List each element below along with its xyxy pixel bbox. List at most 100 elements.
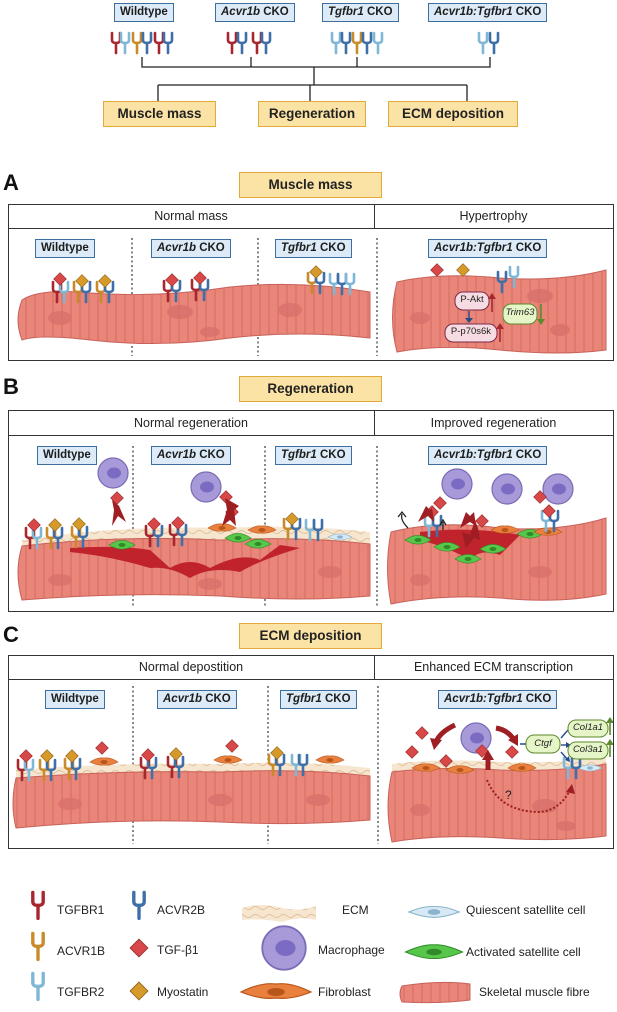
panel-a-genotype-acvr1b: Acvr1b CKO (151, 239, 231, 258)
panel-a-signalling (444, 291, 545, 343)
genotype-suffix: CKO (512, 242, 542, 254)
genotype-gene: Tgfbr1 (286, 693, 322, 705)
panel-c-right-header: Enhanced ECM transcription (413, 660, 574, 674)
panel-a-muscle-left (17, 283, 371, 345)
genotype-suffix: CKO (512, 449, 542, 461)
panel-b-arrows (112, 498, 482, 548)
legend-quiescent: Quiescent satellite cell (466, 903, 586, 917)
genotype-gene: Acvr1b (157, 449, 196, 461)
top-connector-lines (141, 57, 491, 101)
genotype-gene: Tgfbr1 (281, 242, 317, 254)
top-genotype-wildtype: Wildtype (114, 3, 174, 22)
panel-c-header-divider (374, 655, 376, 679)
panel-c-letter: C (3, 622, 19, 647)
genotype-suffix: CKO (321, 693, 351, 705)
panel-b-genotype-double: Acvr1b:Tgfbr1 CKO (428, 446, 548, 465)
panel-b-header-line (8, 435, 613, 437)
panel-b-nuclei (48, 566, 552, 590)
legend-glyphs (31, 890, 471, 1004)
genotype-gene: Acvr1b:Tgfbr1 (444, 693, 523, 705)
panel-a-header-line (8, 228, 613, 230)
panel-c-header-line (8, 679, 613, 681)
genotype-suffix: CKO (512, 6, 542, 18)
panel-b-header-divider (374, 410, 376, 435)
genotype-gene: Acvr1b (163, 693, 202, 705)
genotype-gene: Wildtype (51, 693, 99, 705)
panel-a-letter: A (3, 170, 19, 195)
label-p-akt: P-Akt (460, 294, 484, 305)
legend-ecm: ECM (342, 903, 369, 917)
legend-muscle: Skeletal muscle fibre (479, 985, 590, 999)
genotype-suffix: CKO (196, 449, 225, 461)
label-question: ? (505, 788, 512, 802)
panel-b-letter: B (3, 374, 19, 399)
panel-a-genotype-tgfbr1: Tgfbr1 CKO (275, 239, 352, 258)
genotype-gene: Acvr1b:Tgfbr1 (434, 449, 513, 461)
genotype-gene: Wildtype (43, 449, 91, 461)
genotype-suffix: CKO (316, 449, 346, 461)
legend-acvr1b: ACVR1B (57, 944, 106, 958)
label-col1a1: Col1a1 (572, 722, 604, 733)
panel-b-left-header: Normal regeneration (134, 416, 248, 430)
outcome-regeneration: Regeneration (258, 101, 366, 127)
top-genotype-acvr1b: Acvr1b CKO (215, 3, 295, 22)
genotype-gene: Wildtype (41, 242, 89, 254)
panel-a-left-header: Normal mass (154, 209, 228, 223)
legend-tgfb1: TGF-β1 (157, 943, 199, 957)
legend-fibroblast: Fibroblast (318, 985, 371, 999)
legend-myostatin: Myostatin (157, 985, 209, 999)
genotype-gene: Acvr1b (221, 6, 260, 18)
legend-macrophage: Macrophage (318, 943, 385, 957)
panel-b-genotype-acvr1b: Acvr1b CKO (151, 446, 231, 465)
panel-c-genotype-tgfbr1: Tgfbr1 CKO (280, 690, 357, 709)
panel-a-box (8, 204, 614, 361)
genotype-suffix: CKO (196, 242, 225, 254)
genotype-gene: Tgfbr1 (281, 449, 317, 461)
genotype-suffix: CKO (202, 693, 231, 705)
genotype-suffix: CKO (522, 693, 552, 705)
panel-c-arrows (430, 717, 614, 814)
panel-c-genotype-wildtype: Wildtype (45, 690, 105, 709)
genotype-gene: Acvr1b:Tgfbr1 (434, 242, 513, 254)
panel-c-title: ECM deposition (239, 623, 382, 649)
legend-acvr2b: ACVR2B (157, 903, 206, 917)
panel-a-nuclei (48, 289, 570, 337)
legend-tgfbr1: TGFBR1 (57, 903, 105, 917)
panel-a-right-header: Hypertrophy (459, 209, 528, 223)
panel-b-box (8, 410, 614, 612)
panel-c-box (8, 655, 614, 849)
panel-a-genotype-double: Acvr1b:Tgfbr1 CKO (428, 239, 548, 258)
genotype-gene: Tgfbr1 (328, 6, 364, 18)
label-col3a1: Col3a1 (572, 744, 604, 755)
panel-a-genotype-wildtype: Wildtype (35, 239, 95, 258)
panel-c-gene-boxes (525, 719, 609, 760)
label-ctgf: Ctgf (534, 738, 552, 749)
genotype-gene: Acvr1b:Tgfbr1 (434, 6, 513, 18)
panel-c-left-header: Normal depostition (138, 660, 244, 674)
panel-b-title: Regeneration (239, 376, 382, 402)
genotype-gene: Wildtype (120, 6, 168, 18)
top-receptor-groups (110, 31, 500, 55)
panel-b-right-header: Improved regeneration (430, 416, 557, 430)
outcome-muscle-mass: Muscle mass (103, 101, 216, 127)
legend-activated: Activated satellite cell (466, 945, 581, 959)
label-p-p70s6k: P-p70s6k (450, 326, 492, 337)
panel-c-genotype-acvr1b: Acvr1b CKO (157, 690, 237, 709)
label-trim63: Trim63 (505, 307, 535, 318)
panel-b-genotype-tgfbr1: Tgfbr1 CKO (275, 446, 352, 465)
panel-b-small-arrows (397, 510, 447, 530)
genotype-suffix: CKO (363, 6, 393, 18)
top-genotype-tgfbr1: Tgfbr1 CKO (322, 3, 399, 22)
genotype-gene: Acvr1b (157, 242, 196, 254)
panel-b-damage-left (70, 545, 300, 578)
genotype-suffix: CKO (260, 6, 289, 18)
panel-c-genotype-double: Acvr1b:Tgfbr1 CKO (438, 690, 558, 709)
top-genotype-double: Acvr1b:Tgfbr1 CKO (428, 3, 548, 22)
panel-b-genotype-wildtype: Wildtype (37, 446, 97, 465)
outcome-ecm-deposition: ECM deposition (388, 101, 518, 127)
genotype-suffix: CKO (316, 242, 346, 254)
panel-a-header-divider (374, 204, 376, 228)
legend-tgfbr2: TGFBR2 (57, 985, 105, 999)
panel-a-title: Muscle mass (239, 172, 382, 198)
